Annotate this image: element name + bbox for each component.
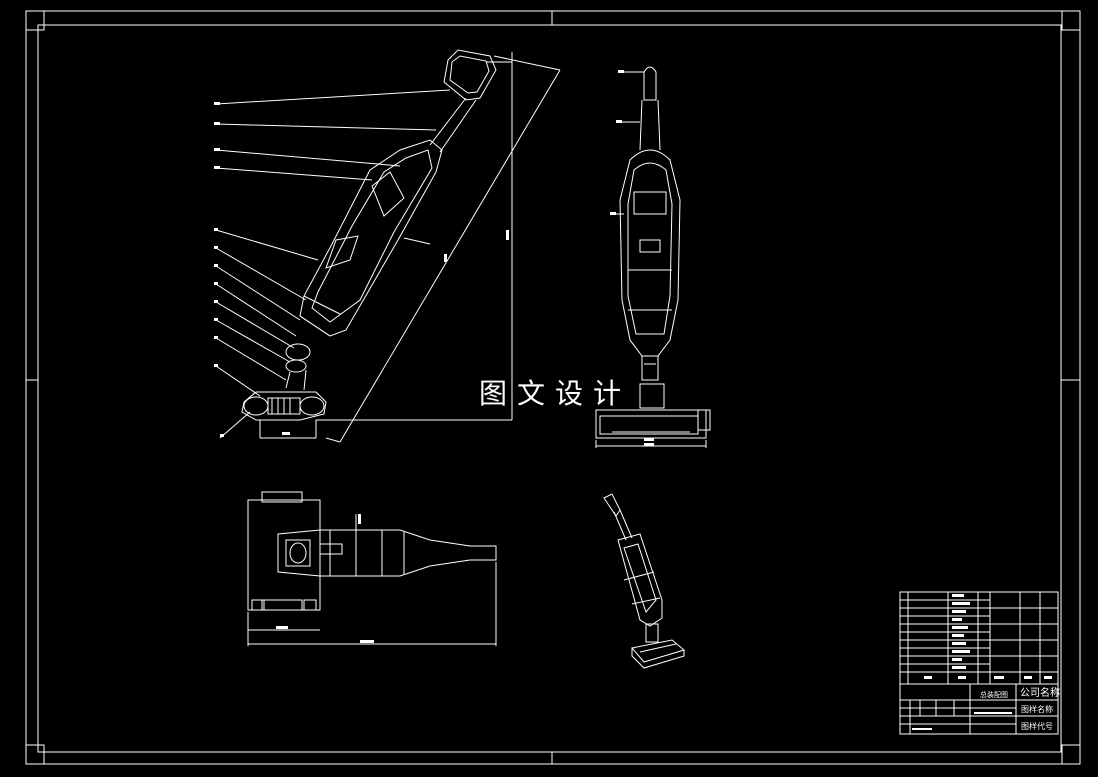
title-block [899, 591, 1059, 735]
inner-border [37, 24, 1062, 753]
company-name: 公司名称 [1020, 686, 1060, 699]
drawing-code: 图样代号 [1021, 721, 1053, 731]
tilted-mop-view [215, 49, 561, 443]
top-mop-view [247, 491, 497, 646]
outer-border [25, 10, 1081, 765]
drawing-name: 图样名称 [1021, 704, 1053, 714]
isometric-mop-view [603, 493, 686, 669]
upright-mop-view [595, 66, 711, 448]
assembly-label: 总装配图 [980, 690, 1008, 699]
watermark-text: 图文设计 [478, 377, 631, 410]
